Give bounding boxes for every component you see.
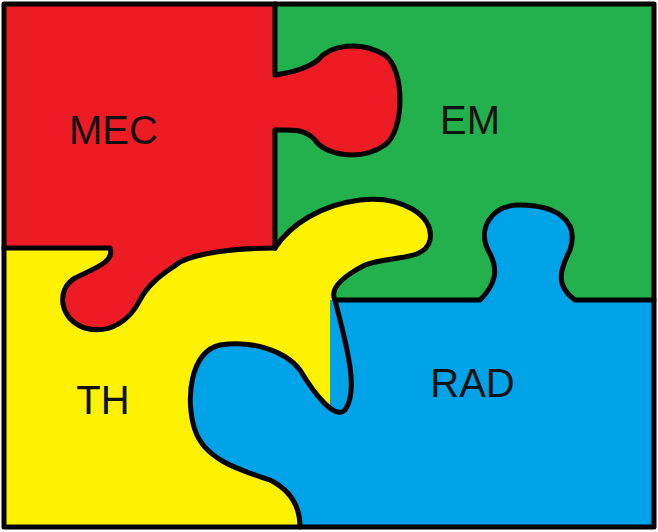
red-puzzle-piece: MEC: [63, 102, 164, 158]
piece-label: RAD: [430, 361, 514, 405]
red-tab-fill: [63, 248, 275, 330]
blue-piece-fill: [4, 4, 654, 527]
piece-border: [190, 300, 351, 527]
piece-border: [4, 248, 275, 330]
piece-label: EM: [440, 98, 500, 142]
yellow-puzzle-piece: TH: [70, 372, 136, 428]
piece-border: [335, 205, 654, 300]
piece-border: [275, 4, 400, 248]
green-piece-fill: [275, 4, 654, 300]
blue-lobe-fill: [190, 300, 654, 527]
puzzle-frame: [4, 4, 654, 527]
blue-puzzle-piece: RAD: [424, 355, 521, 411]
red-piece-fill: [4, 4, 275, 248]
piece-label: TH: [76, 378, 129, 422]
piece-label: MEC: [69, 108, 158, 152]
green-puzzle-piece: EM: [434, 92, 506, 148]
yellow-tab-fill: [275, 199, 430, 300]
red-tab-fill: [275, 46, 400, 155]
piece-border: [275, 199, 430, 300]
